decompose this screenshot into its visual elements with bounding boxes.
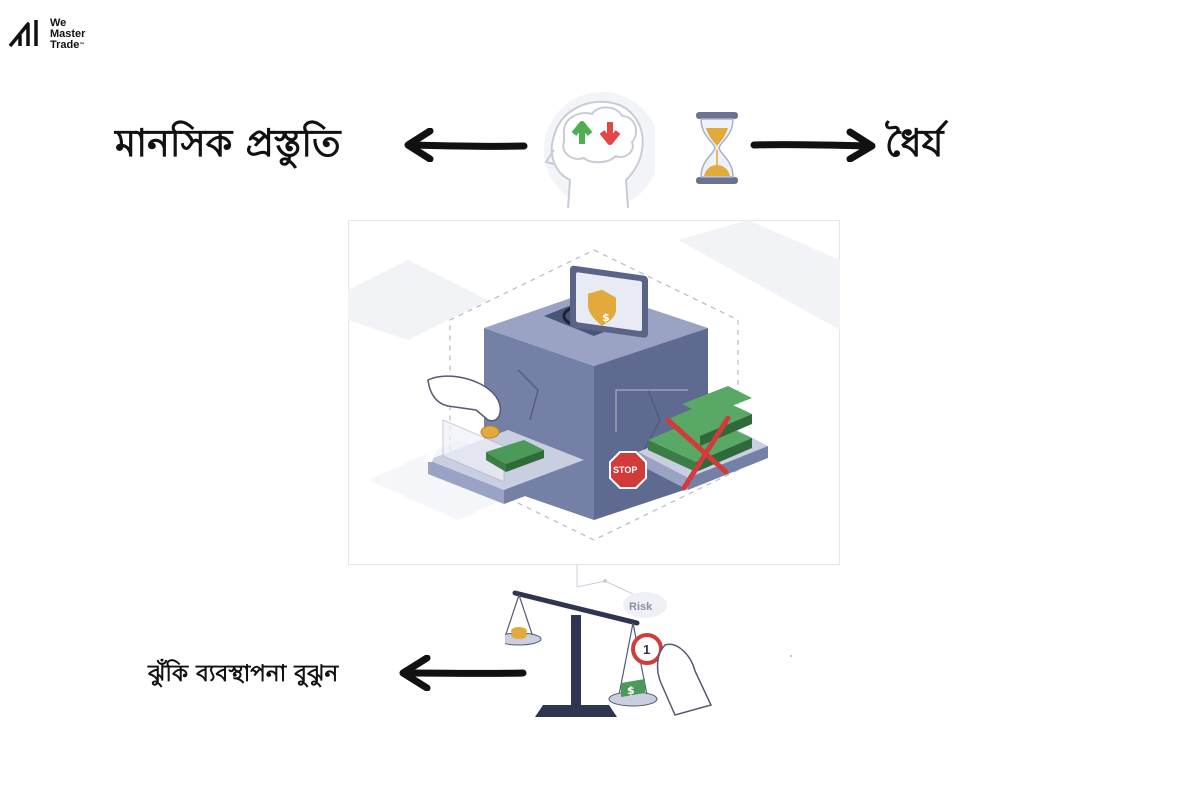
logo-mark-icon [8,20,38,48]
brand-line-2: Master [50,28,86,40]
stop-sign-text: STOP [613,465,637,475]
risk-vault-illustration: $ STOP [348,220,840,565]
head-brain-icon [544,92,655,209]
risk-management-label: ঝুঁকি ব্যবস্থাপনা বুঝুন [148,661,339,687]
svg-text:$: $ [627,684,635,697]
scale-badge-text: 1 [643,642,650,657]
balance-scale-illustration: Risk $ 1 [505,565,713,717]
brand-line-1: We [50,17,67,29]
arrow-left-icon [404,128,528,162]
brand-name: We Master Trade™ [50,18,85,51]
arrow-right-icon [750,128,876,162]
arrow-left-icon [399,655,527,691]
brand-logo: We Master Trade™ [6,14,116,58]
brand-line-3: Trade™ [50,39,85,51]
risk-tag-text: Risk [629,601,653,613]
hourglass-icon [696,112,738,184]
patience-label: ধৈর্য [885,121,944,165]
decorative-dot [790,655,792,657]
mental-preparation-label: মানসিক প্রস্তুতি [115,121,341,165]
svg-text:$: $ [602,311,610,324]
